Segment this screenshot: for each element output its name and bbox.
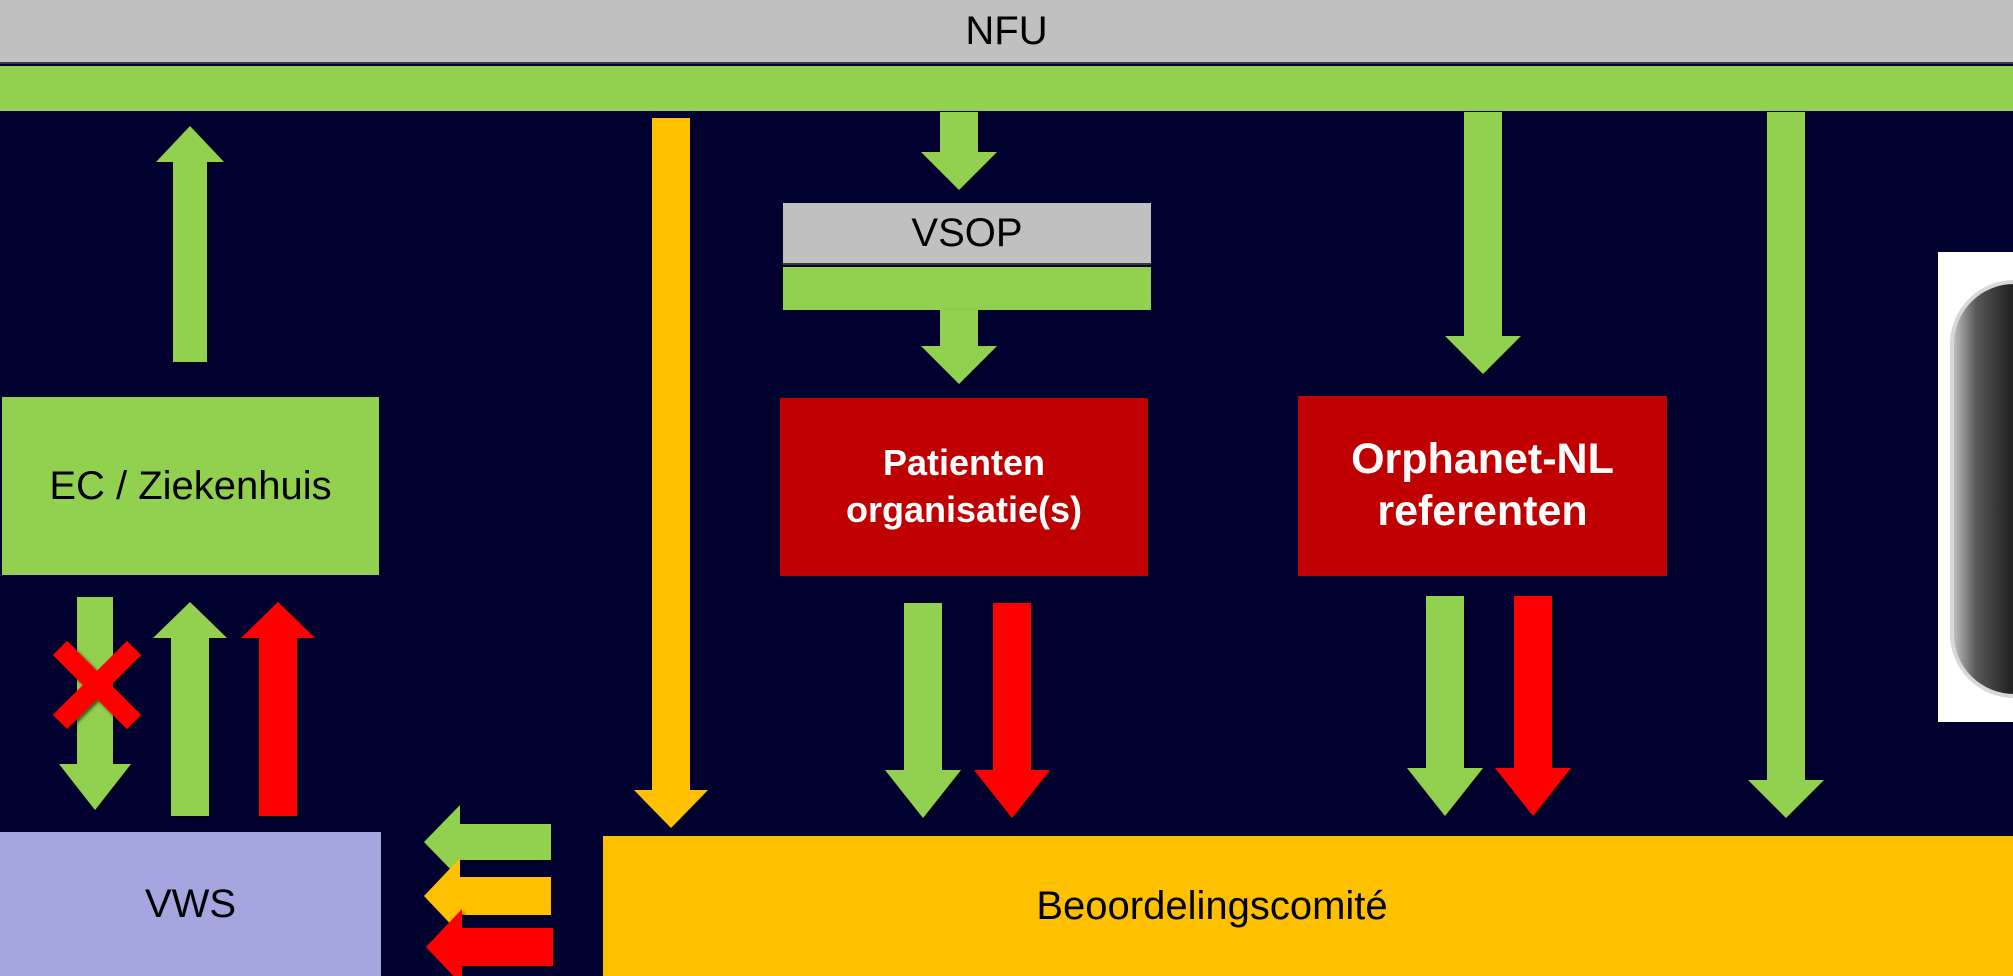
patienten-box: Patienten organisatie(s) <box>780 398 1148 576</box>
vsop-bar <box>783 267 1151 310</box>
arrow-nfu-to-beoordelingscomite <box>634 118 708 828</box>
ec-ziekenhuis-label: EC / Ziekenhuis <box>49 463 332 508</box>
arrow-vws-to-ec-red <box>241 602 315 816</box>
nfu-bar <box>0 66 2013 111</box>
beoordelingscomite-label: Beoordelingscomité <box>1036 883 1388 928</box>
arrow-patienten-red <box>974 603 1050 818</box>
arrow-vsop-to-patienten <box>921 310 997 384</box>
arrow-ec-to-vws <box>59 597 131 810</box>
orphanet-label: Orphanet-NL referenten <box>1351 435 1614 535</box>
vws-label: VWS <box>144 881 237 926</box>
vsop-label: VSOP <box>911 210 1023 255</box>
vsop-header: VSOP <box>783 203 1151 265</box>
cross-icon <box>52 640 142 730</box>
orphanet-box: Orphanet-NL referenten <box>1298 396 1667 576</box>
arrow-vws-to-ec-green <box>153 602 227 816</box>
nfu-header: NFU <box>0 0 2013 64</box>
arrow-orphanet-to-beoordelingscomite <box>1407 596 1483 816</box>
vws-box: VWS <box>0 832 381 976</box>
arrow-ec-to-nfu <box>156 126 224 362</box>
arrow-beoordelingscomite-to-vws-orange <box>424 858 551 934</box>
arrow-patienten-to-beoordelingscomite <box>885 603 961 818</box>
patienten-label: Patienten organisatie(s) <box>845 442 1083 530</box>
beoordelingscomite-box: Beoordelingscomité <box>603 836 2013 976</box>
device-screen <box>1950 280 2013 698</box>
arrow-beoordelingscomite-to-vws-green <box>424 805 551 879</box>
arrow-nfu-to-beoordelingscomite-green <box>1748 112 1824 818</box>
arrow-orphanet-red <box>1495 596 1571 816</box>
device-image <box>1938 252 2013 722</box>
arrow-nfu-to-orphanet <box>1445 112 1521 374</box>
ec-ziekenhuis-box: EC / Ziekenhuis <box>2 397 379 575</box>
arrow-nfu-to-vsop <box>921 112 997 190</box>
arrow-beoordelingscomite-to-vws-red <box>426 909 553 976</box>
nfu-label: NFU <box>965 8 1048 53</box>
